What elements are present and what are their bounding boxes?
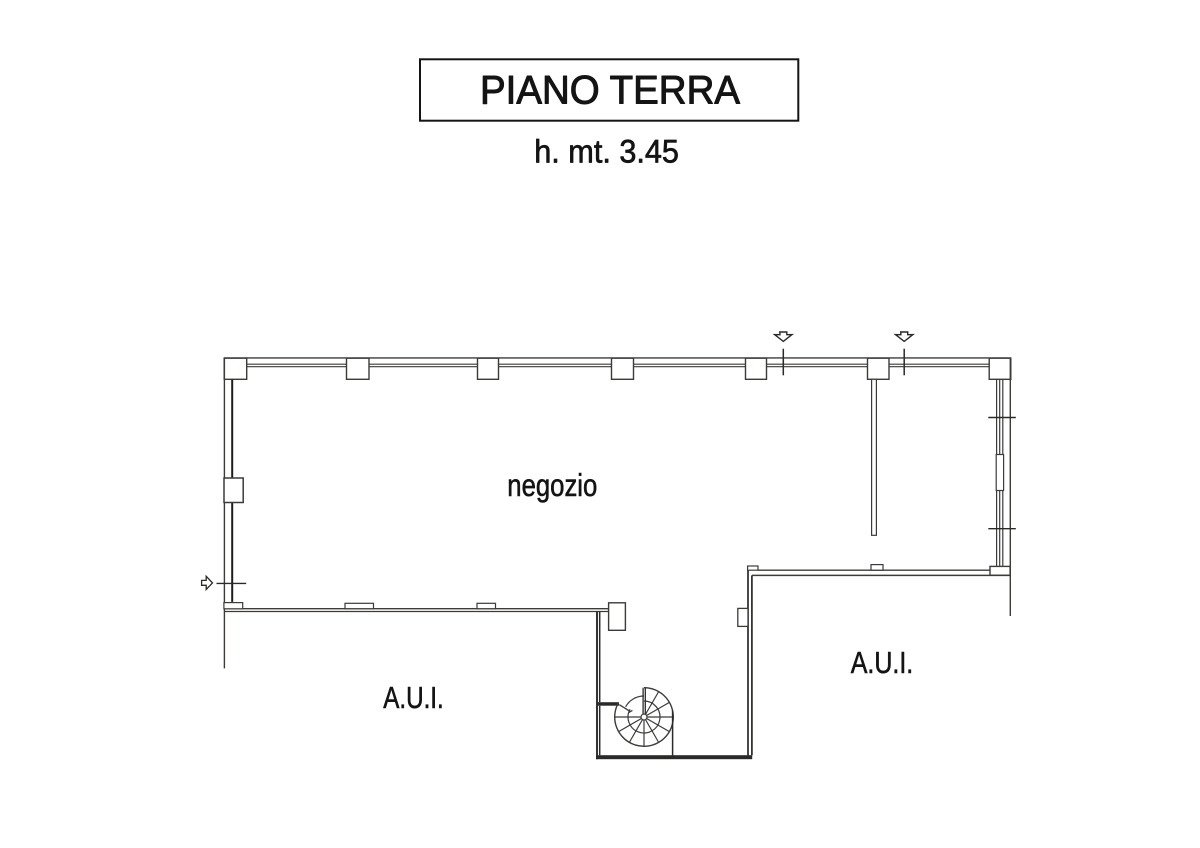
svg-text:h. mt. 3.45: h. mt. 3.45 <box>534 132 679 169</box>
svg-text:PIANO TERRA: PIANO TERRA <box>480 68 741 112</box>
svg-text:negozio: negozio <box>507 467 597 503</box>
svg-text:A.U.I.: A.U.I. <box>851 646 914 680</box>
svg-text:A.U.I.: A.U.I. <box>383 682 444 715</box>
